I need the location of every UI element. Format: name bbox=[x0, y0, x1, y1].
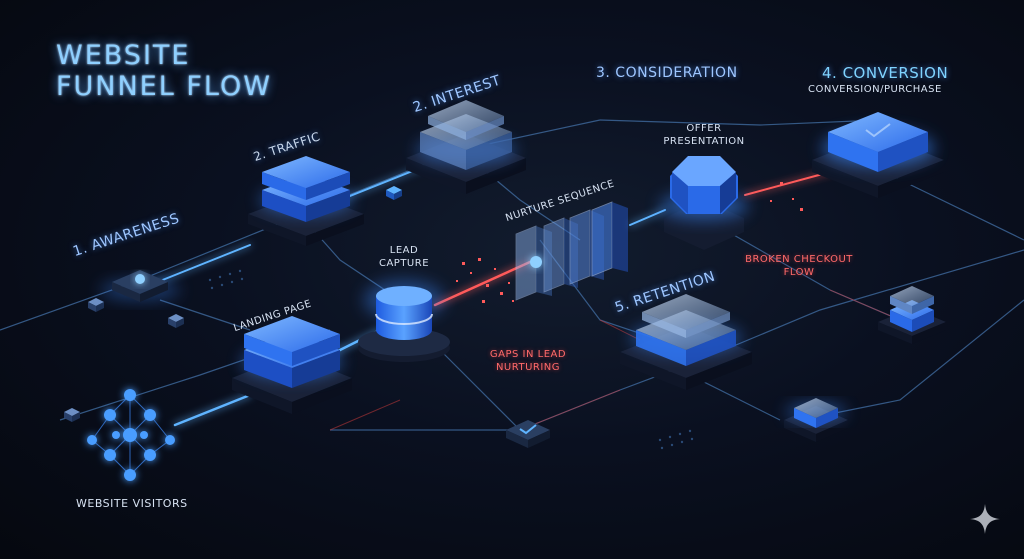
junction-node bbox=[88, 298, 104, 312]
side-stack bbox=[878, 286, 946, 344]
title-line-2: FUNNEL FLOW bbox=[56, 71, 272, 102]
checkpoint-node bbox=[506, 420, 550, 448]
lead-label-line-2: CAPTURE bbox=[378, 258, 430, 269]
offer-presentation-label: OFFER PRESENTATION bbox=[662, 122, 746, 148]
check-icon bbox=[865, 123, 891, 138]
broken-checkout-warning-label: BROKEN CHECKOUT FLOW bbox=[744, 253, 854, 279]
dot-grid bbox=[208, 269, 694, 450]
lead-capture-label: LEAD CAPTURE bbox=[376, 244, 432, 270]
broken-line-1: BROKEN CHECKOUT bbox=[745, 254, 853, 265]
awareness-node bbox=[100, 270, 180, 302]
stage-conversion-label: 4. CONVERSION bbox=[822, 64, 949, 82]
conversion-purchase-label: CONVERSION/PURCHASE bbox=[808, 84, 942, 95]
check-icon bbox=[519, 424, 537, 435]
landing-page-block bbox=[232, 316, 352, 414]
retention-block bbox=[620, 294, 752, 390]
offer-label-line-2: PRESENTATION bbox=[663, 136, 745, 147]
junction-nodes bbox=[64, 186, 402, 422]
sparkle-icon bbox=[970, 504, 1000, 534]
broken-line-2: FLOW bbox=[783, 267, 815, 278]
gaps-line-2: NURTURING bbox=[495, 362, 561, 373]
title-line-1: WEBSITE bbox=[56, 40, 191, 71]
interest-block bbox=[406, 100, 526, 194]
lead-capture-cylinder bbox=[358, 280, 450, 362]
junction-node bbox=[64, 408, 80, 422]
traffic-block bbox=[248, 156, 364, 246]
conversion-block bbox=[812, 112, 944, 198]
stage-consideration-label: 3. CONSIDERATION bbox=[596, 65, 738, 81]
lead-label-line-1: LEAD bbox=[389, 245, 419, 256]
gaps-warning-label: GAPS IN LEAD NURTURING bbox=[478, 348, 578, 374]
red-circuit-lines bbox=[329, 289, 901, 431]
website-visitors-label: WEBSITE VISITORS bbox=[76, 497, 188, 510]
small-cube-node bbox=[784, 398, 848, 442]
offer-presentation-hexagon bbox=[660, 156, 748, 250]
visitors-network bbox=[87, 389, 175, 481]
junction-node bbox=[168, 314, 184, 328]
junction-node bbox=[386, 186, 402, 200]
gaps-line-1: GAPS IN LEAD bbox=[489, 349, 567, 360]
red-particles bbox=[456, 182, 803, 303]
nurture-panels bbox=[515, 201, 628, 301]
offer-label-line-1: OFFER bbox=[686, 123, 722, 134]
page-title: WEBSITE FUNNEL FLOW bbox=[56, 40, 272, 102]
